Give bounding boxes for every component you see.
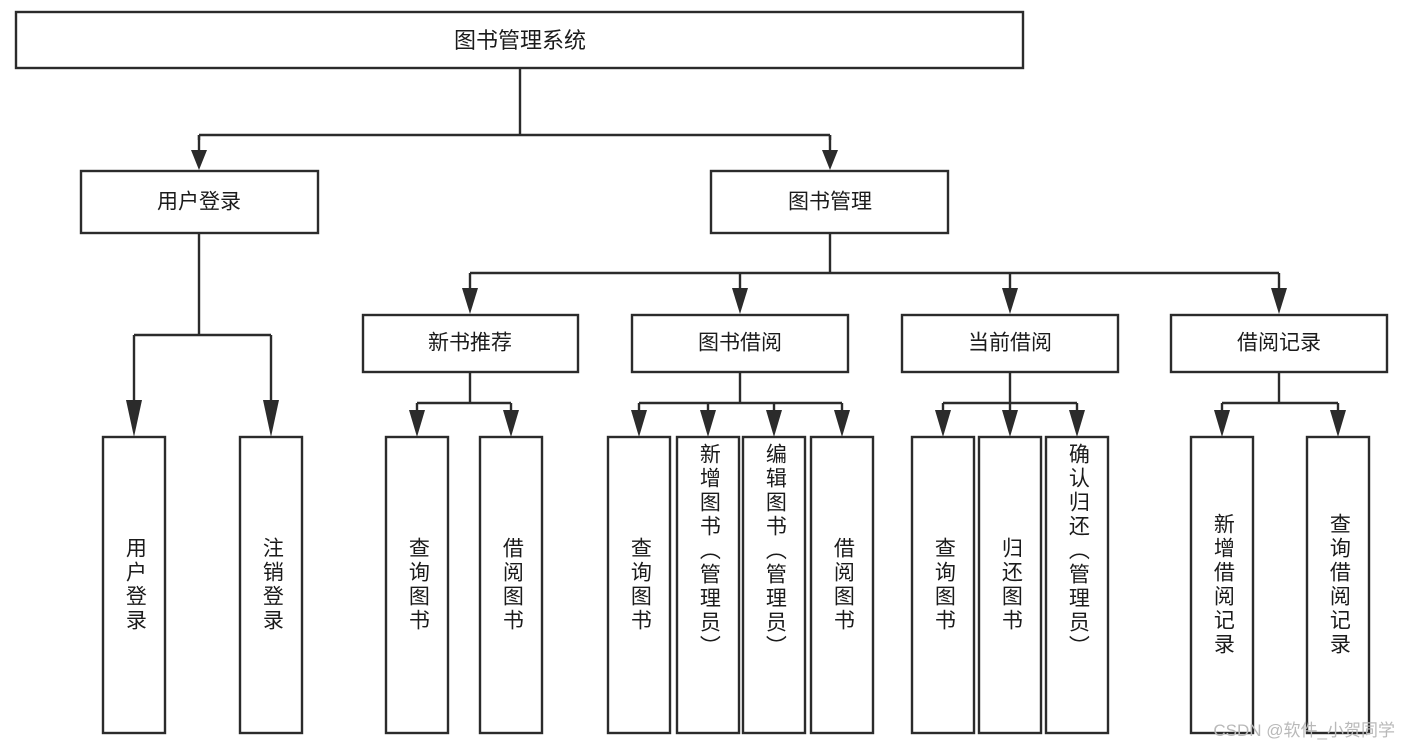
node-current-borrow-label: 当前借阅	[968, 332, 1052, 355]
arrow-head-borrow-record	[1271, 288, 1287, 314]
leaf-box-bookborrow-lend[interactable]	[809, 435, 875, 735]
arrow-head-current-borrow	[1002, 288, 1018, 314]
arrow-head-newbook-leaf-2	[503, 410, 519, 437]
arrow-head-book-borrow	[732, 288, 748, 314]
arrow-head-book-manage	[822, 150, 838, 170]
leaf-box-bookborrow-query[interactable]	[606, 435, 672, 735]
arrow-head-borrowrecord-leaf-2	[1330, 410, 1346, 437]
node-root-box[interactable]	[14, 10, 1025, 70]
arrow-head-bookborrow-leaf-3	[766, 410, 782, 437]
leaf-boxes	[101, 435, 1371, 735]
arrow-head-currentborrow-leaf-1	[935, 410, 951, 437]
arrow-head-bookborrow-leaf-1	[631, 410, 647, 437]
leaf-box-user-login[interactable]	[101, 435, 167, 735]
node-borrow-record-box[interactable]	[1169, 313, 1389, 374]
node-current-borrow-box[interactable]	[900, 313, 1120, 374]
node-book-borrow-label: 图书借阅	[698, 332, 782, 355]
node-new-book-recommend-box[interactable]	[361, 313, 580, 374]
leaf-box-currentborrow-confirm[interactable]	[1044, 435, 1110, 735]
csdn-watermark: CSDN @软件_小贺同学	[1213, 721, 1395, 740]
node-book-borrow[interactable]: 图书借阅	[630, 313, 850, 374]
leaf-box-logout[interactable]	[238, 435, 304, 735]
leaf-box-newbook-query[interactable]	[384, 435, 450, 735]
leaf-box-newbook-borrow[interactable]	[478, 435, 544, 735]
leaf-box-record-query[interactable]	[1305, 435, 1371, 735]
arrow-head-bookborrow-leaf-2	[700, 410, 716, 437]
leaf-box-bookborrow-add[interactable]	[675, 435, 741, 735]
node-book-manage[interactable]: 图书管理	[709, 169, 950, 235]
arrow-head-leaf-user-login	[126, 400, 142, 437]
node-root-label: 图书管理系统	[454, 28, 586, 53]
node-borrow-record-label: 借阅记录	[1237, 332, 1321, 355]
arrow-head-leaf-logout	[263, 400, 279, 437]
node-borrow-record[interactable]: 借阅记录	[1169, 313, 1389, 374]
node-user-login-box[interactable]	[79, 169, 320, 235]
node-book-borrow-box[interactable]	[630, 313, 850, 374]
node-user-login-label: 用户登录	[157, 191, 241, 214]
node-user-login[interactable]: 用户登录	[79, 169, 320, 235]
arrow-head-newbook-leaf-1	[409, 410, 425, 437]
leaf-box-currentborrow-query[interactable]	[910, 435, 976, 735]
arrow-head-bookborrow-leaf-4	[834, 410, 850, 437]
arrow-head-borrowrecord-leaf-1	[1214, 410, 1230, 437]
leaf-box-bookborrow-edit[interactable]	[741, 435, 807, 735]
node-root[interactable]: 图书管理系统	[14, 10, 1025, 70]
node-new-book-recommend[interactable]: 新书推荐	[361, 313, 580, 374]
arrow-head-user-login	[191, 150, 207, 170]
connectors	[126, 68, 1346, 437]
leaf-box-record-add[interactable]	[1189, 435, 1255, 735]
node-book-manage-box[interactable]	[709, 169, 950, 235]
node-current-borrow[interactable]: 当前借阅	[900, 313, 1120, 374]
arrow-head-currentborrow-leaf-3	[1069, 410, 1085, 437]
leaf-box-currentborrow-return[interactable]	[977, 435, 1043, 735]
node-new-book-recommend-label: 新书推荐	[428, 332, 512, 355]
node-book-manage-label: 图书管理	[788, 191, 872, 214]
arrow-head-currentborrow-leaf-2	[1002, 410, 1018, 437]
arrow-head-new-book	[462, 288, 478, 314]
